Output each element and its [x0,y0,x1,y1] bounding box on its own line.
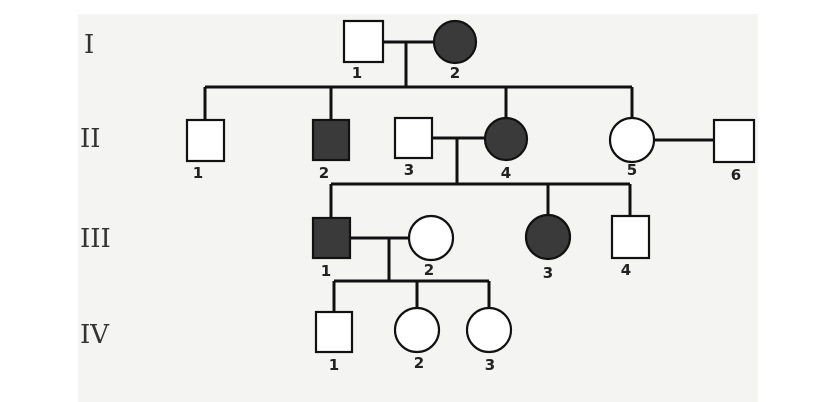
individual-I-1 [342,19,385,64]
generation-label-III: III [80,224,111,254]
generation-label-I: I [84,30,94,60]
generation-III: 1 2 3 4 [311,213,651,282]
individual-III-1 [311,216,352,260]
generation-I: 1 2 [342,19,478,82]
generation-labels: I II III IV [80,30,111,350]
generation-label-IV: IV [80,320,110,350]
individual-label-IV-2: 2 [414,354,424,372]
generation-IV: 1 2 3 [314,306,513,374]
individual-II-5 [608,116,656,164]
individual-IV-1 [314,310,354,354]
individual-label-IV-1: 1 [329,356,339,374]
individual-III-3 [524,213,572,261]
generation-label-II: II [80,124,101,154]
generation-II: 1 2 3 4 5 6 [185,116,756,184]
individual-label-II-1: 1 [193,164,203,182]
individual-II-3 [393,116,434,160]
individual-IV-3 [465,306,513,354]
individual-label-III-4: 4 [621,261,631,279]
individual-label-I-2: 2 [450,64,460,82]
individual-label-IV-3: 3 [485,356,495,374]
individual-label-II-5: 5 [627,161,637,179]
individual-II-2 [311,118,351,162]
individual-label-III-2: 2 [424,261,434,279]
individual-I-2 [432,19,478,65]
individual-label-II-2: 2 [319,164,329,182]
individual-label-II-6: 6 [731,166,741,184]
individual-label-I-1: 1 [352,64,362,82]
individual-II-1 [185,118,226,163]
individual-IV-2 [393,306,441,354]
individual-label-II-3: 3 [404,161,414,179]
individual-label-III-1: 1 [321,262,331,280]
individual-III-2 [407,214,455,262]
individual-III-4 [610,214,651,260]
individual-label-III-3: 3 [543,264,553,282]
individual-label-II-4: 4 [501,164,511,182]
individual-II-6 [712,118,756,164]
individual-II-4 [483,116,529,162]
pedigree-lines [203,40,714,312]
